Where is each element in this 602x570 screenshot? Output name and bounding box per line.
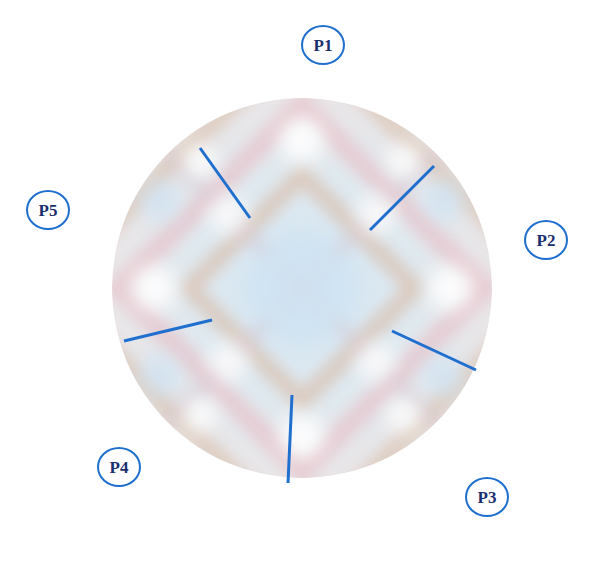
part-label: P3 (478, 489, 497, 506)
label-circle: P5 (26, 190, 70, 230)
cut-line (288, 395, 292, 483)
label-circle: P4 (97, 447, 141, 487)
label-circle: P3 (465, 477, 509, 517)
part-label: P1 (314, 37, 333, 54)
cut-line (124, 320, 212, 341)
part-label: P2 (537, 232, 556, 249)
label-circle: P2 (524, 220, 568, 260)
part-label: P4 (110, 459, 129, 476)
cut-line (370, 166, 434, 230)
label-circle: P1 (301, 25, 345, 65)
part-label: P5 (39, 202, 58, 219)
cut-lines (124, 148, 476, 483)
cut-line (200, 148, 250, 218)
cut-line (392, 331, 476, 370)
